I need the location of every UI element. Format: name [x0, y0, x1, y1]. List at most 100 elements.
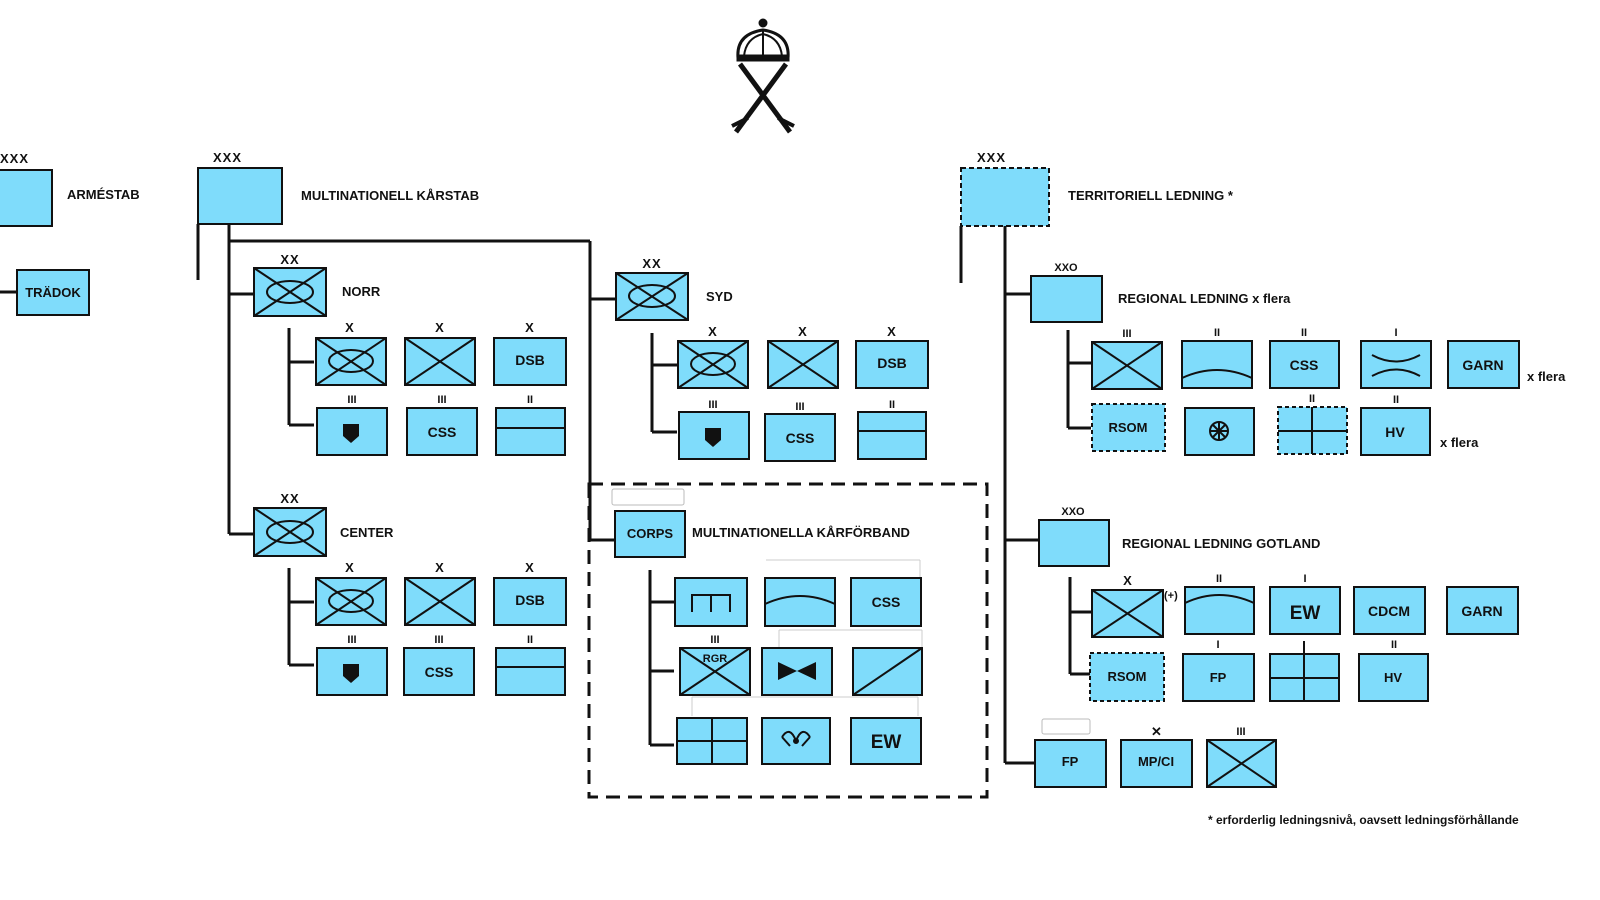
bowtie-icon [778, 662, 816, 680]
syd-r2-echelon: III [795, 401, 804, 413]
armor-cavalry-icon [315, 337, 387, 386]
center-dsb-echelon: X [525, 560, 535, 575]
corps-box [614, 510, 686, 558]
tradok-box [16, 269, 90, 316]
gotland-cdcm-box [1353, 586, 1426, 635]
infantry-icon [404, 337, 476, 386]
tradok-label: TRÄDOK [25, 285, 81, 300]
gotland-rsom-box [1089, 652, 1165, 702]
regional-r1-echelon-2: II [1214, 327, 1220, 339]
syd-echelon: XX [642, 256, 661, 271]
infantry-icon [404, 577, 476, 626]
center-line-box [495, 647, 566, 696]
corps-css-box [850, 577, 922, 627]
gotland-ew-label: EW [1290, 603, 1321, 624]
norr-line-box [495, 407, 566, 456]
center-css-label: CSS [425, 664, 454, 680]
karstab-box [197, 167, 283, 225]
regional-x-flera-2: x flera [1440, 435, 1479, 450]
corps-rgr-echelon: III [710, 634, 719, 646]
ranger-infantry-icon [679, 647, 751, 696]
bottom-mpci-label: MP/CI [1138, 754, 1174, 769]
gotland-rsom-label: RSOM [1108, 669, 1147, 684]
gotland-r2-echelon-1: I [1216, 639, 1219, 651]
regional-r1-echelon-1: III [1122, 328, 1131, 340]
territoriell-box [960, 167, 1050, 227]
shield-icon [705, 428, 721, 447]
regional-hv-label: HV [1385, 424, 1405, 440]
norr-label: NORR [342, 284, 381, 299]
crown-swords-emblem [731, 18, 795, 134]
regional-x-flera-1: x flera [1527, 369, 1566, 384]
center-css-box [403, 647, 475, 696]
gotland-cdcm-label: CDCM [1368, 603, 1410, 619]
corps-rgr-label: RGR [703, 653, 728, 665]
regional-r2-echelon-1: II [1309, 393, 1315, 405]
regional-garn-box [1447, 340, 1520, 389]
syd-label: SYD [706, 289, 733, 304]
center-dsb-label: DSB [515, 592, 545, 608]
gotland-label: REGIONAL LEDNING GOTLAND [1122, 536, 1320, 551]
regional-bridge-box [1360, 340, 1432, 389]
gotland-hv-label: HV [1384, 670, 1402, 685]
regional-arc-box [1181, 340, 1253, 389]
regional-label: REGIONAL LEDNING x flera [1118, 291, 1291, 306]
regional-r1-echelon-4: I [1394, 327, 1397, 339]
regional-garn-label: GARN [1462, 357, 1503, 373]
regional-box [1030, 275, 1103, 323]
gotland-reinforced: (+) [1164, 590, 1178, 602]
infantry-icon [767, 340, 839, 389]
norr-bde1-echelon: X [345, 320, 355, 335]
syd-bde2-echelon: X [798, 324, 808, 339]
regional-hv-box [1360, 407, 1431, 456]
shield-icon [343, 664, 359, 683]
center-r2-echelon: III [434, 634, 443, 646]
armestab-label: ARMÉSTAB [67, 187, 140, 202]
corps-arc-box [764, 577, 836, 627]
gotland-garn-label: GARN [1461, 603, 1502, 619]
corps-css-label: CSS [872, 594, 901, 610]
armor-cavalry-icon [253, 267, 327, 317]
corps-placeholder [611, 488, 685, 506]
infantry-icon [1206, 739, 1277, 788]
corps-dashed-frame [587, 482, 989, 799]
gotland-r1-echelon-1: II [1216, 573, 1222, 585]
corps-bowtie-box [761, 647, 833, 696]
armor-cavalry-icon [315, 577, 387, 626]
footnote: * erforderlig ledningsnivå, oavsett ledn… [1208, 813, 1519, 827]
bottom-placeholder [1041, 718, 1091, 735]
wheel-icon [1209, 421, 1229, 441]
regional-echelon: XXO [1054, 262, 1078, 274]
gotland-garn-box [1446, 586, 1519, 635]
armor-cavalry-icon [677, 340, 749, 389]
norr-r1-echelon: III [347, 394, 356, 406]
corps-title: MULTINATIONELLA KÅRFÖRBAND [692, 525, 910, 540]
gotland-fp-label: FP [1210, 670, 1227, 685]
armor-cavalry-icon [615, 272, 689, 321]
armestab-box [0, 169, 53, 227]
engineer-icon [691, 594, 731, 612]
bottom-inf-echelon: III [1236, 726, 1245, 738]
norr-bde2-echelon: X [435, 320, 445, 335]
gotland-r1-echelon-2: I [1303, 573, 1306, 585]
corps-ew-label: EW [871, 732, 902, 753]
shield-icon [343, 424, 359, 443]
regional-rsom-box [1091, 403, 1166, 452]
syd-dsb-box [855, 340, 929, 389]
norr-dsb-box [493, 337, 567, 386]
center-bde2-echelon: X [435, 560, 445, 575]
norr-dsb-echelon: X [525, 320, 535, 335]
regional-css-label: CSS [1290, 357, 1319, 373]
gotland-hv-box [1358, 653, 1429, 702]
infantry-icon [1091, 341, 1163, 390]
center-label: CENTER [340, 525, 394, 540]
syd-dsb-label: DSB [877, 355, 907, 371]
territoriell-label: TERRITORIELL LEDNING * [1068, 188, 1234, 203]
bottom-mpci-box [1120, 739, 1193, 788]
bottom-mpci-echelon: ✕ [1151, 724, 1163, 739]
norr-bn-echelon: II [527, 394, 533, 406]
syd-css-box [764, 413, 836, 462]
propeller-icon [781, 730, 811, 747]
syd-css-label: CSS [786, 430, 815, 446]
